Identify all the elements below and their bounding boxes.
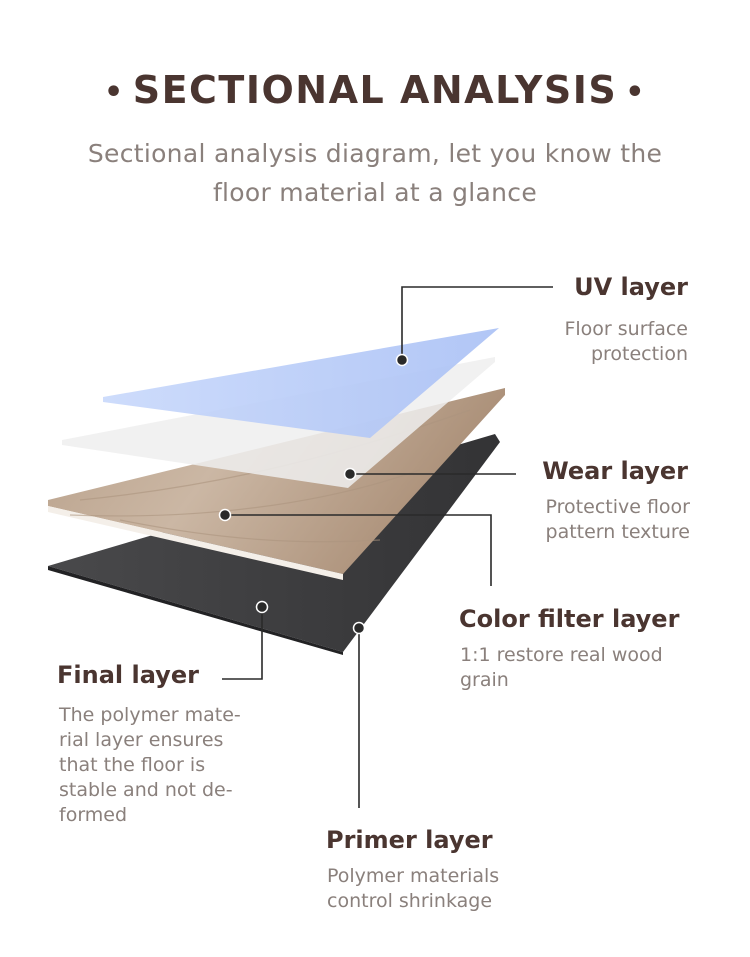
color-marker-dot — [218, 508, 232, 522]
marker-dots — [218, 353, 409, 635]
title-dot-left: • — [104, 74, 125, 110]
wear-layer-label: Wear layer — [542, 457, 688, 485]
final-desc-line-4: stable and not de- — [59, 779, 233, 801]
final-desc-line-2: rial layer ensures — [59, 729, 224, 751]
uv-desc-line-1: Floor surface — [564, 318, 688, 340]
final-layer-desc: The polymer mate- rial layer ensures tha… — [59, 703, 271, 828]
final-marker-dot — [255, 600, 269, 614]
final-desc-line-1: The polymer mate- — [59, 704, 241, 726]
wear-desc-line-1: Protective floor — [545, 496, 690, 518]
final-desc-line-5: formed — [59, 804, 128, 826]
page-subtitle: Sectional analysis diagram, let you know… — [40, 134, 710, 212]
primer-layer-desc: Polymer materials control shrinkage — [327, 864, 499, 914]
color-filter-layer-desc: 1:1 restore real wood grain — [460, 643, 663, 693]
title-dot-right: • — [625, 74, 646, 110]
uv-leader-line — [401, 286, 553, 360]
uv-layer-label: UV layer — [574, 273, 688, 301]
final-layer-label: Final layer — [57, 661, 199, 689]
subtitle-line-2: floor material at a glance — [212, 178, 538, 207]
color-filter-layer-label: Color filter layer — [459, 605, 680, 633]
subtitle-line-1: Sectional analysis diagram, let you know… — [87, 139, 663, 168]
title-text: SECTIONAL ANALYSIS — [132, 68, 618, 112]
final-leader-line — [222, 607, 263, 680]
page-title: •SECTIONAL ANALYSIS• — [0, 62, 750, 121]
primer-marker-dot — [352, 621, 366, 635]
color-desc-line-2: grain — [460, 669, 509, 691]
wear-desc-line-2: pattern texture — [545, 521, 690, 543]
wear-layer-desc: Protective floor pattern texture — [546, 495, 690, 545]
final-desc-line-3: that the floor is — [59, 754, 206, 776]
color-leader-line — [225, 514, 492, 586]
uv-layer-desc: Floor surface protection — [564, 317, 688, 367]
leader-lines — [222, 286, 553, 808]
primer-layer-label: Primer layer — [326, 826, 493, 854]
uv-marker-dot — [395, 353, 409, 367]
primer-desc-line-2: control shrinkage — [327, 890, 493, 912]
color-desc-line-1: 1:1 restore real wood — [460, 644, 663, 666]
uv-desc-line-2: protection — [590, 343, 688, 365]
wear-marker-dot — [343, 467, 357, 481]
primer-desc-line-1: Polymer materials — [327, 865, 500, 887]
